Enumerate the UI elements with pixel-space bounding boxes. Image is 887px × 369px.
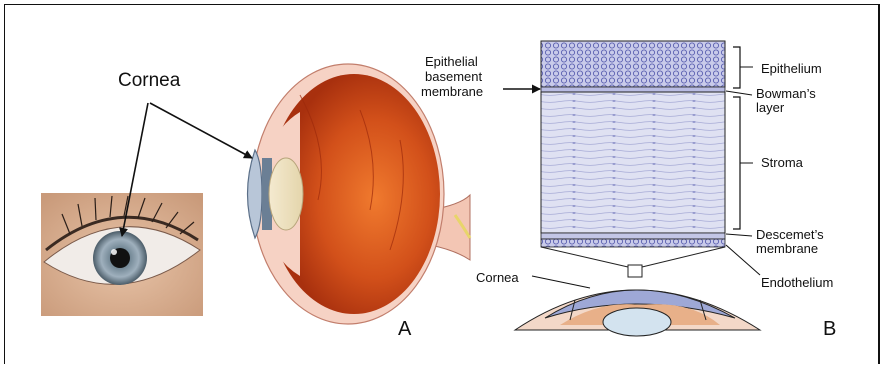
label-epithelium: Epithelium [761, 61, 822, 76]
label-endothelium: Endothelium [761, 275, 833, 290]
corneal-layers-diagram [541, 41, 725, 277]
label-bowmans: Bowman’s [756, 86, 816, 101]
layer-brackets [733, 47, 740, 229]
label-descemets-membrane: membrane [756, 241, 818, 256]
label-stroma: Stroma [761, 155, 803, 170]
panel-b-letter: B [823, 318, 836, 341]
label-cornea-small: Cornea [476, 270, 519, 285]
annotation-basement: basement [425, 69, 482, 84]
eye-cross-section [248, 64, 471, 324]
label-bowmans-layer: layer [756, 100, 784, 115]
annotation-epithelial: Epithelial [425, 54, 478, 69]
panel-a-letter: A [398, 318, 411, 341]
eye-photo [41, 193, 203, 316]
label-descemets: Descemet’s [756, 227, 824, 242]
annotation-membrane: membrane [421, 84, 483, 99]
cornea-cutaway [515, 290, 760, 336]
cornea-photo-label: Cornea [118, 70, 180, 92]
